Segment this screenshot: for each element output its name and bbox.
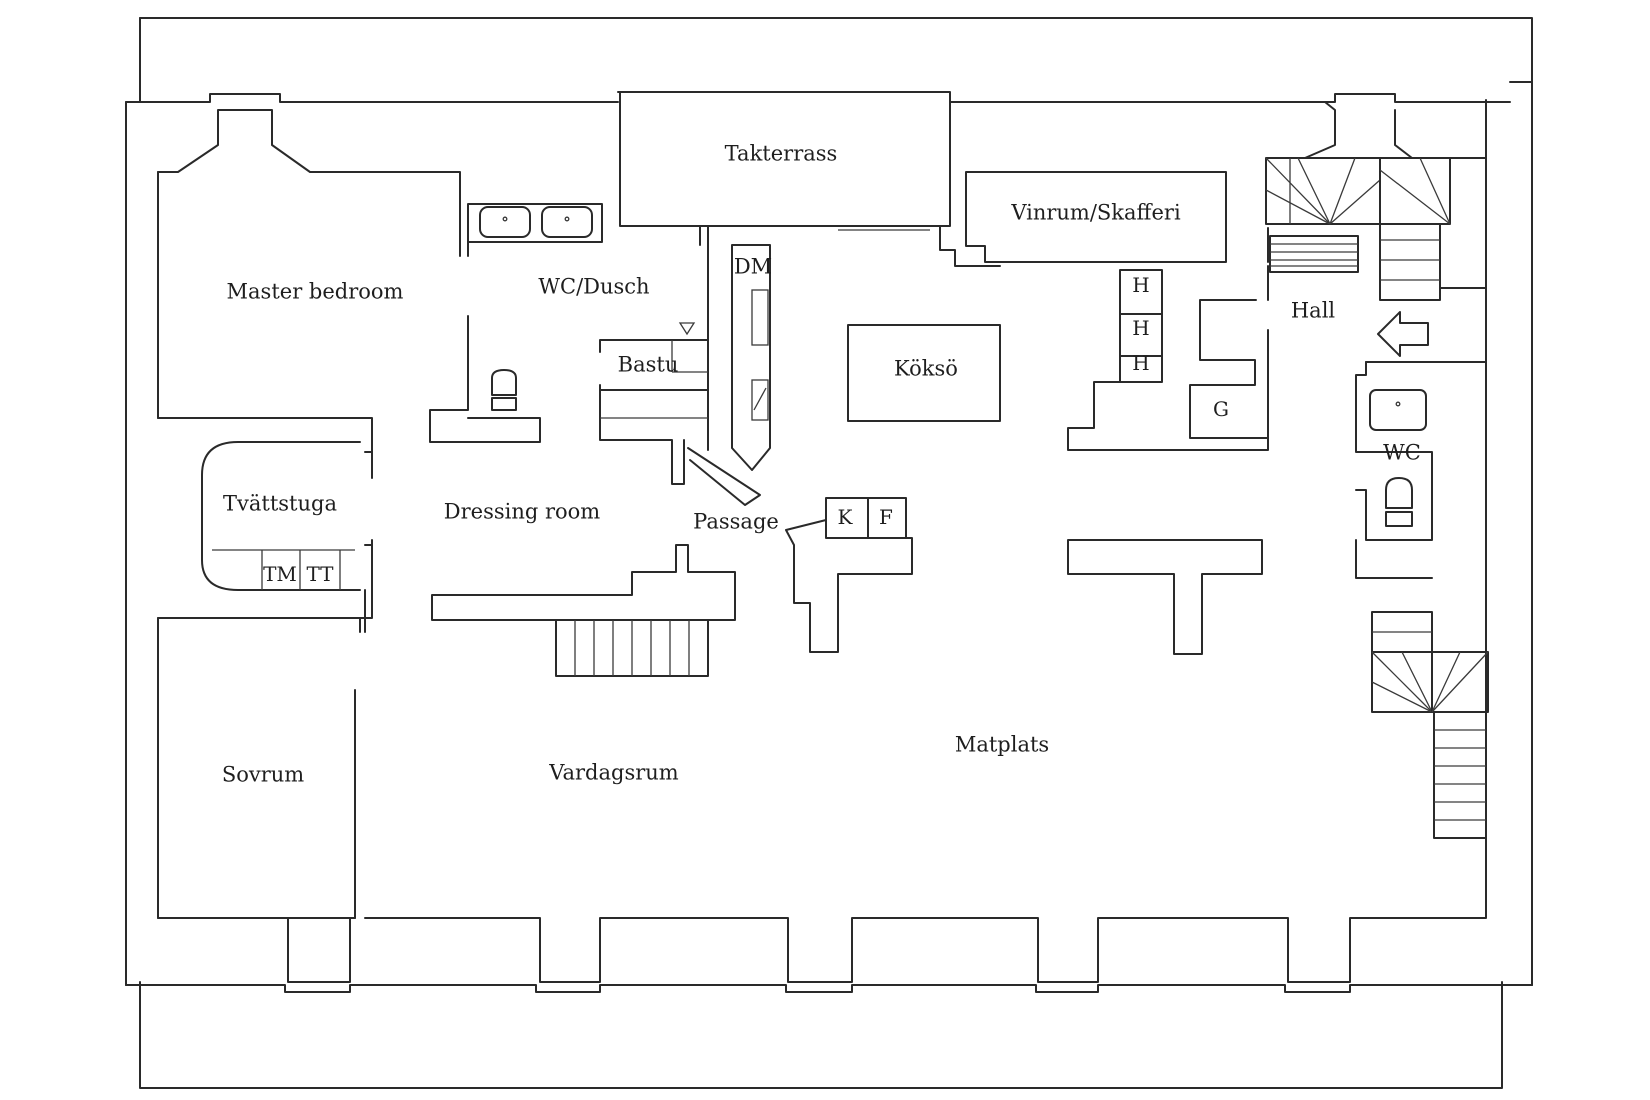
label-k: K (837, 505, 853, 529)
label-h-1: H (1132, 273, 1150, 297)
sink-icon (541, 206, 593, 238)
label-passage: Passage (693, 509, 779, 534)
label-h-3: H (1132, 351, 1150, 375)
tvattstuga-walls (201, 441, 373, 633)
entrance-arrow-icon (1377, 311, 1429, 357)
toilet-icon (1385, 477, 1413, 527)
staircase-icon (1265, 157, 1487, 301)
label-vinrum-skafferi: Vinrum/Skafferi (1011, 200, 1181, 225)
kitchen-island (847, 324, 1001, 422)
dining-wall (1067, 539, 1263, 655)
label-master-bedroom: Master bedroom (226, 279, 404, 304)
wc-right (1355, 361, 1487, 579)
sink-icon (479, 206, 531, 238)
label-f: F (879, 505, 893, 529)
label-bastu: Bastu (617, 352, 679, 377)
label-matplats: Matplats (954, 732, 1050, 757)
kf-counter (785, 497, 913, 653)
inner-perimeter (157, 99, 1487, 983)
takterrass-walls (617, 91, 1001, 267)
hall-walls (1189, 227, 1269, 439)
label-h-2: H (1132, 316, 1150, 340)
dressing-passage-walls (431, 544, 736, 621)
label-dressing-room: Dressing room (443, 499, 601, 524)
toilet-icon (491, 369, 517, 411)
label-kokso: Köksö (894, 356, 958, 381)
label-tt: TT (306, 562, 334, 586)
label-sovrum: Sovrum (221, 762, 305, 787)
staircase-icon (1371, 611, 1489, 839)
vinrum-walls (965, 171, 1227, 263)
label-takterrass: Takterrass (724, 141, 838, 166)
sink-icon (1369, 389, 1427, 431)
label-tm: TM (263, 562, 297, 586)
kitchen-counter (687, 225, 771, 506)
label-hall: Hall (1290, 298, 1336, 323)
label-wc-dusch: WC/Dusch (538, 274, 650, 299)
label-g: G (1213, 397, 1229, 421)
wc-dusch-walls (429, 203, 709, 443)
label-wc: WC (1383, 440, 1421, 465)
label-dm: DM (733, 254, 773, 279)
staircase-icon (555, 619, 709, 677)
label-tvattstuga: Tvättstuga (223, 491, 337, 516)
bastu-walls (599, 371, 709, 485)
label-vardagsrum: Vardagsrum (549, 760, 679, 785)
building-outline (125, 17, 1533, 1089)
h-fixtures (1067, 269, 1269, 451)
